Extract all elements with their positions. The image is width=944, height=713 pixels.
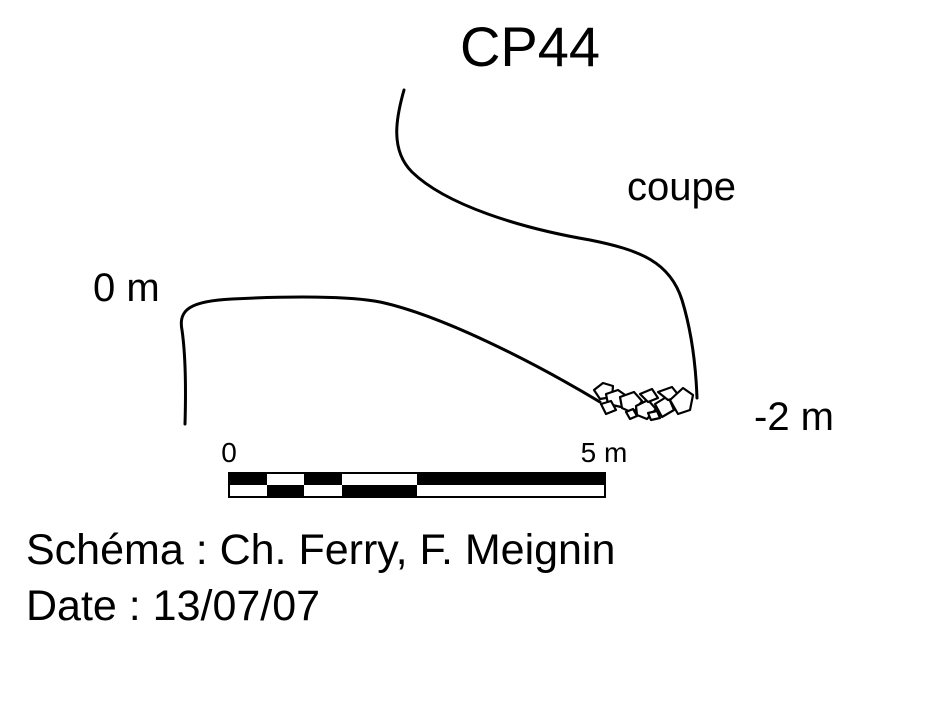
- rubble-cluster: [592, 381, 695, 422]
- scale-bar-segment: [267, 485, 304, 497]
- rubble-stone: [668, 386, 695, 416]
- section-label: coupe: [627, 165, 736, 209]
- scale-bar-start-label: 0: [221, 437, 237, 468]
- rubble-stone: [653, 394, 676, 419]
- rubble-stone: [599, 399, 618, 416]
- ceiling-profile-line: [395, 88, 699, 400]
- schema-credit: Schéma : Ch. Ferry, F. Meignin: [26, 526, 616, 574]
- scale-bar-segment: [304, 473, 342, 485]
- rubble-stone: [624, 407, 639, 421]
- diagram-title: CP44: [460, 15, 600, 78]
- scale-bar-end-label: 5 m: [581, 437, 628, 468]
- rubble-stone: [638, 387, 660, 404]
- depth-label-top: 0 m: [93, 266, 160, 310]
- credits-block: Schéma : Ch. Ferry, F. Meignin Date : 13…: [26, 522, 615, 634]
- rubble-stone: [646, 409, 662, 422]
- scale-bar: 0 5 m: [221, 437, 628, 498]
- scale-bar-segment: [229, 473, 267, 485]
- scale-bar-segment: [342, 485, 417, 497]
- scale-bar-segment: [417, 473, 605, 485]
- depth-label-bottom: -2 m: [754, 395, 834, 439]
- date-credit: Date : 13/07/07: [26, 582, 321, 630]
- floor-profile-line: [179, 295, 602, 426]
